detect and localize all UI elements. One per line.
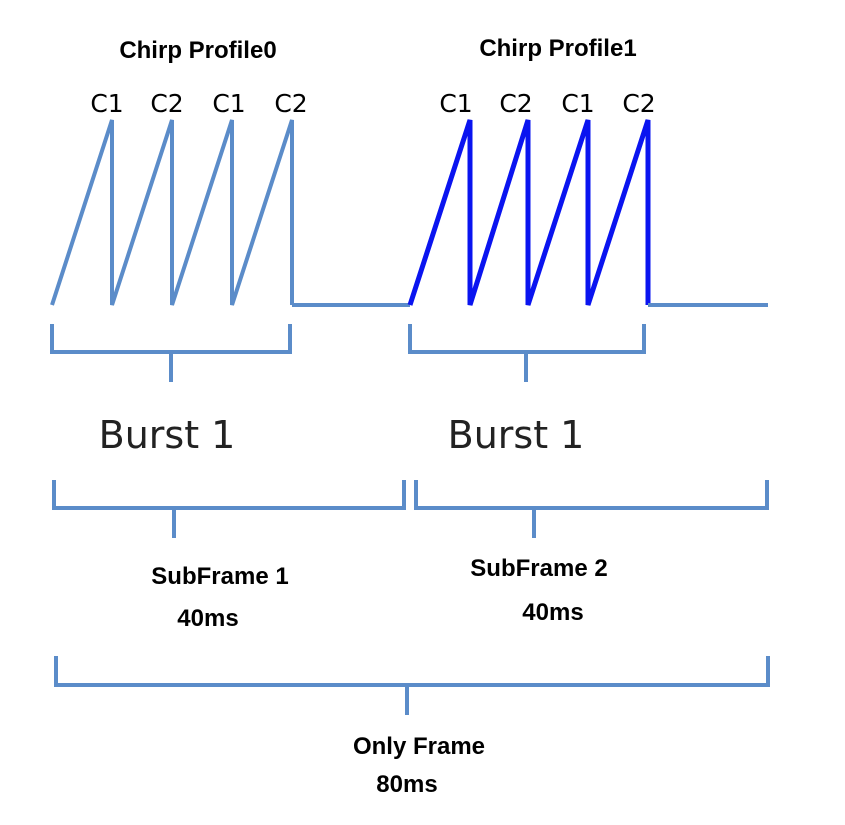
profile1-title: Chirp Profile1 [479, 35, 636, 62]
subframe2-bracket [414, 480, 769, 538]
burst1-bracket [50, 324, 292, 382]
profile1-chirp-label: C1 [439, 89, 472, 118]
profile1-chirp-waveform [407, 119, 651, 306]
profile1-chirp-label: C2 [622, 89, 655, 118]
frame-bracket [54, 656, 770, 715]
profile1-chirp-label: C1 [561, 89, 594, 118]
profile0-chirp-label: C1 [212, 89, 245, 118]
subframe1-duration: 40ms [177, 605, 238, 632]
subframe2-name: SubFrame 2 [470, 555, 607, 582]
frame-duration: 80ms [376, 771, 437, 798]
profile0-title: Chirp Profile0 [119, 37, 276, 64]
burst2-label: Burst 1 [448, 413, 585, 457]
burst2-bracket [408, 324, 646, 382]
profile0-chirp-waveform [50, 119, 294, 306]
profile0-chirp-label: C2 [150, 89, 183, 118]
burst1-label: Burst 1 [99, 413, 236, 457]
profile0-chirp-label: C2 [274, 89, 307, 118]
profile0-chirp-label: C1 [90, 89, 123, 118]
frame-name: Only Frame [353, 733, 485, 760]
subframe1-name: SubFrame 1 [151, 563, 288, 590]
profile1-chirp-label: C2 [499, 89, 532, 118]
subframe2-duration: 40ms [522, 599, 583, 626]
subframe1-bracket [52, 480, 406, 538]
